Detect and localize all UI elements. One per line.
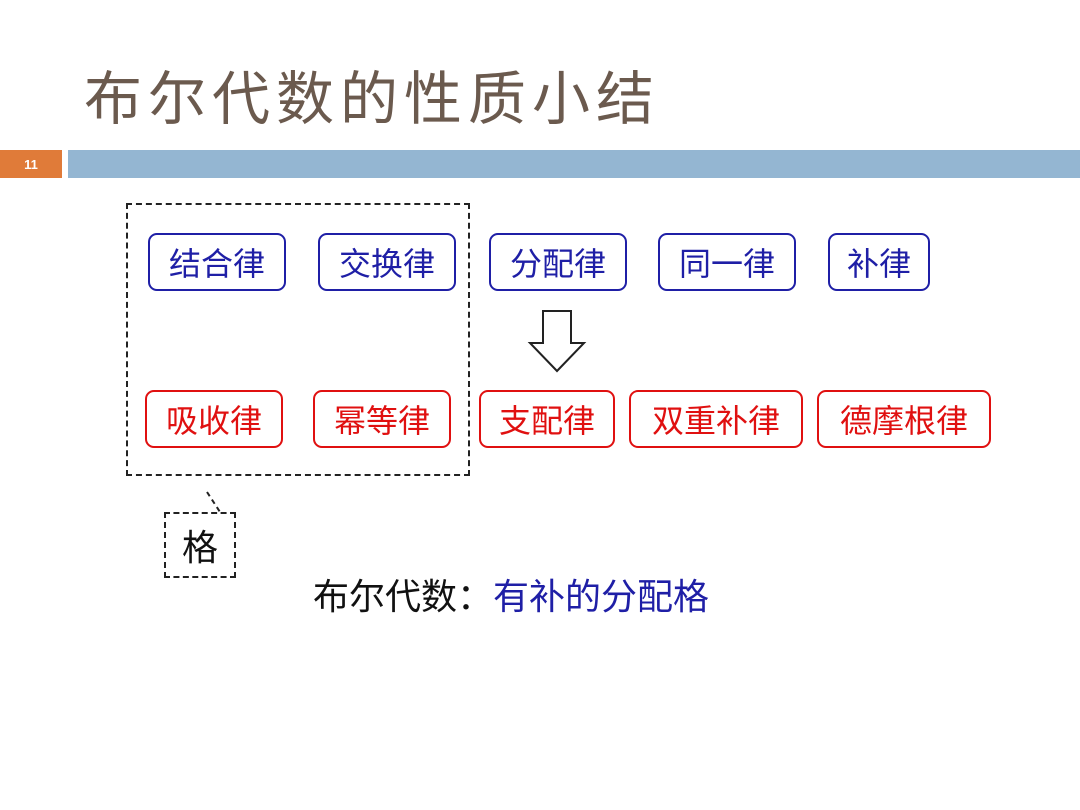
title-bar — [68, 150, 1080, 178]
page-number-badge: 11 — [0, 150, 62, 178]
law-distributive: 分配律 — [489, 233, 627, 291]
law-de-morgan: 德摩根律 — [817, 390, 991, 448]
lattice-label: 格 — [164, 512, 236, 578]
law-identity: 同一律 — [658, 233, 796, 291]
law-associative: 结合律 — [148, 233, 286, 291]
law-idempotent: 幂等律 — [313, 390, 451, 448]
law-complement: 补律 — [828, 233, 930, 291]
law-commutative: 交换律 — [318, 233, 456, 291]
slide-title: 布尔代数的性质小结 — [84, 65, 661, 133]
lattice-group-box — [126, 203, 470, 476]
law-domination: 支配律 — [479, 390, 615, 448]
down-arrow-icon — [527, 310, 587, 373]
law-absorption: 吸收律 — [145, 390, 283, 448]
conclusion-definition: 有补的分配格 — [493, 577, 710, 618]
law-double-complement: 双重补律 — [629, 390, 803, 448]
conclusion: 布尔代数：有补的分配格 — [313, 568, 709, 620]
callout-pointer-icon — [206, 491, 221, 513]
conclusion-lead: 布尔代数： — [313, 577, 494, 618]
